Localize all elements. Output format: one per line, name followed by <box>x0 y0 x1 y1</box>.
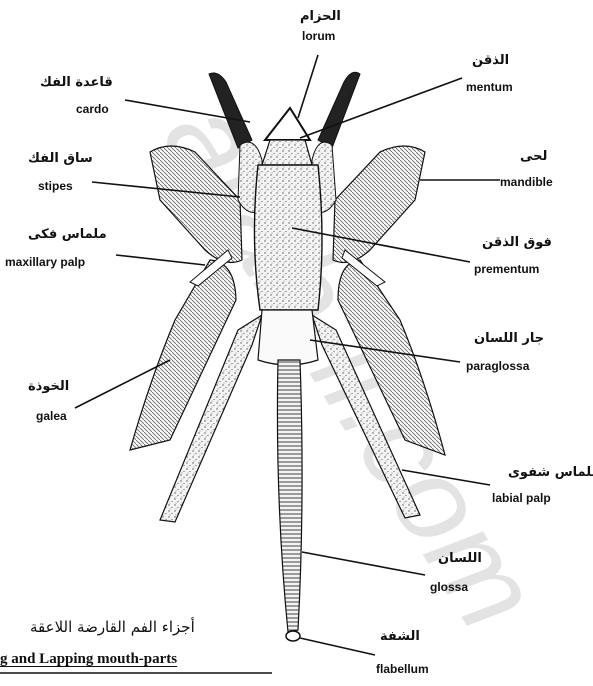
label-prementum-ar: فوق الذقن <box>482 236 552 249</box>
label-labial-palp-en: labial palp <box>492 492 551 504</box>
leader-flabellum <box>300 638 375 655</box>
label-paraglossa-ar: جار اللسان <box>474 332 544 345</box>
label-lorum-en: lorum <box>302 30 335 42</box>
label-maxillary-palp-en: maxillary palp <box>5 256 85 268</box>
label-cardo-en: cardo <box>76 103 109 115</box>
glossa <box>277 360 302 632</box>
paraglossa <box>258 310 318 365</box>
label-paraglossa-en: paraglossa <box>466 360 529 372</box>
leader-lorum <box>298 55 318 118</box>
label-cardo-ar: قاعدة الفك <box>40 76 113 89</box>
label-mentum-en: mentum <box>466 81 513 93</box>
label-glossa-ar: اللسان <box>438 552 482 565</box>
caption-arabic: أجزاء الفم القارضة اللاعقة <box>30 620 195 635</box>
label-labial-palp-ar: ملماس شفوى <box>508 466 593 479</box>
label-stipes-ar: ساق الفك <box>28 152 93 165</box>
galea-left <box>130 260 236 450</box>
mandible-right <box>318 72 360 148</box>
label-stipes-en: stipes <box>38 180 73 192</box>
label-flabellum-en: flabellum <box>376 663 429 675</box>
label-mandible-ar: لحى <box>520 150 547 163</box>
mentum <box>262 140 312 165</box>
label-glossa-en: glossa <box>430 581 468 593</box>
label-galea-en: galea <box>36 410 67 422</box>
label-prementum-en: prementum <box>474 263 539 275</box>
label-galea-ar: الخوذة <box>28 380 69 393</box>
label-lorum-ar: الحزام <box>300 10 341 23</box>
leader-mentum <box>300 78 462 138</box>
flabellum <box>286 631 300 641</box>
prementum <box>254 165 322 310</box>
label-mentum-ar: الذقن <box>472 54 509 67</box>
leader-maxillary-palp <box>116 255 205 265</box>
label-mandible-en: mandible <box>500 176 553 188</box>
label-flabellum-ar: الشفة <box>380 630 420 643</box>
caption-english: g and Lapping mouth-parts <box>0 652 177 667</box>
label-maxillary-palp-ar: ملماس فكى <box>28 228 107 241</box>
